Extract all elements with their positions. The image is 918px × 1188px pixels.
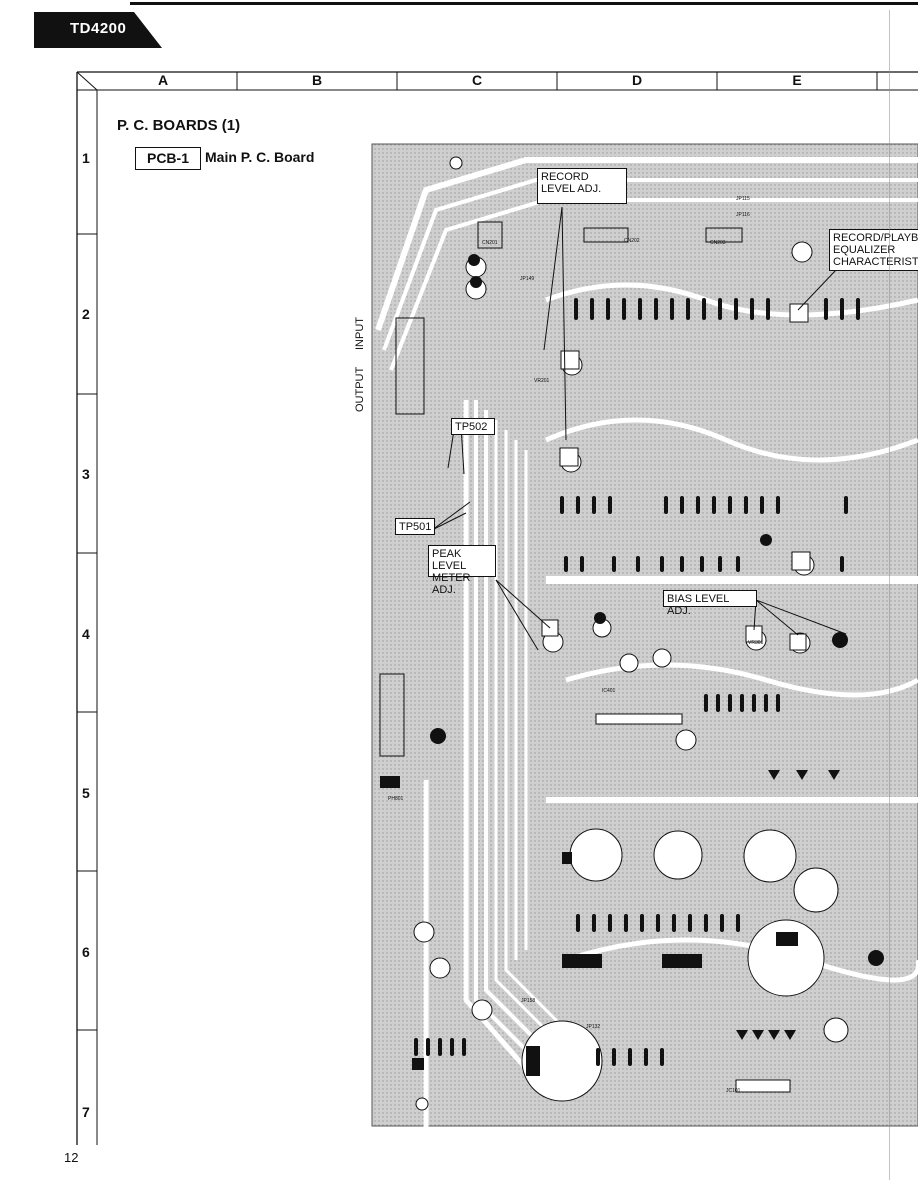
grid-row-3: 3 xyxy=(82,466,90,482)
callout-record-level-adj: RECORD LEVEL ADJ. xyxy=(537,168,627,204)
grid-col-b: B xyxy=(311,72,323,88)
grid-row-5: 5 xyxy=(82,785,90,801)
grid-col-e: E xyxy=(792,72,802,88)
ref-ic401: IC401 xyxy=(602,688,616,694)
grid-row-6: 6 xyxy=(82,944,90,960)
ref-jp116: JP116 xyxy=(736,212,750,218)
ref-ph801: PH801 xyxy=(388,796,404,802)
ref-cn202: CN202 xyxy=(624,238,640,244)
top-rule xyxy=(130,2,918,5)
ref-jp149: JP149 xyxy=(520,276,534,282)
callout-bias-level-adj: BIAS LEVEL ADJ. xyxy=(663,590,757,617)
model-label: TD4200 xyxy=(70,20,127,37)
pcb-id-badge: PCB-1 xyxy=(135,147,201,170)
grid-row-4: 4 xyxy=(82,626,90,642)
grid-row-7: 7 xyxy=(82,1104,90,1120)
model-tab: TD4200 xyxy=(34,12,162,48)
model-tab-shape xyxy=(34,12,162,48)
grid-col-d: D xyxy=(631,72,643,88)
section-title: P. C. BOARDS (1) xyxy=(117,117,241,134)
callout-tp502: TP502 xyxy=(451,418,495,435)
pcb-board-artwork: CN201 CN202 CN203 JP115 JP116 VR201 JP14… xyxy=(371,143,918,1130)
grid-col-a: A xyxy=(157,72,169,88)
page-number: 12 xyxy=(64,1150,79,1165)
grid-row-1: 1 xyxy=(82,150,90,166)
ref-vr201: VR201 xyxy=(534,378,550,384)
ref-cn201: CN201 xyxy=(482,240,498,246)
input-label: INPUT xyxy=(354,317,366,350)
ref-jp115: JP115 xyxy=(736,196,750,202)
ref-jp132: JP132 xyxy=(586,1024,600,1030)
output-label: OUTPUT xyxy=(354,366,366,412)
callout-peak-level-meter-adj: PEAK LEVEL METER ADJ. xyxy=(428,545,496,596)
ref-cn203: CN203 xyxy=(710,240,726,246)
ref-jp158: JP158 xyxy=(521,998,535,1004)
ref-vr301: VR301 xyxy=(748,640,764,646)
grid-row-2: 2 xyxy=(82,306,90,322)
grid-col-c: C xyxy=(471,72,483,88)
pcb-name: Main P. C. Board xyxy=(205,149,315,165)
ref-jc101: JC101 xyxy=(726,1088,741,1094)
callout-record-eq-characteristics: RECORD/PLAYBACK EQUALIZER CHARACTERISTIC… xyxy=(829,229,918,271)
margin-line xyxy=(889,10,890,1180)
callout-tp501: TP501 xyxy=(395,518,435,535)
